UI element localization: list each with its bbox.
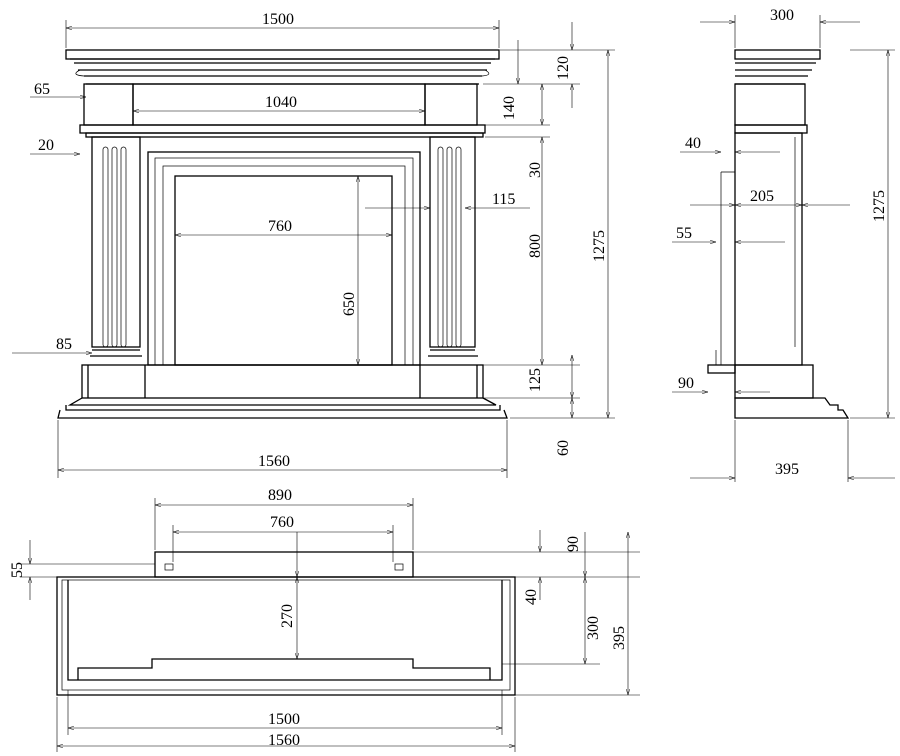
- dim-1500: 1500: [262, 11, 294, 28]
- dim-1275: 1275: [591, 230, 608, 262]
- dim-40: 40: [685, 135, 701, 152]
- dim-650: 650: [341, 292, 358, 316]
- dim-60: 60: [555, 440, 572, 456]
- dim-205: 205: [750, 188, 774, 205]
- front-labels: 1500 65 1040 20 760 115 650 800 1275 120…: [34, 11, 608, 470]
- dim-1040: 1040: [265, 94, 297, 111]
- dim-890: 890: [268, 487, 292, 504]
- dim-395-top: 395: [611, 626, 628, 650]
- dim-1275-side: 1275: [871, 190, 888, 222]
- top-view: [56, 551, 516, 696]
- front-view: [57, 49, 508, 419]
- dim-760-top: 760: [270, 514, 294, 531]
- dim-90: 90: [678, 375, 694, 392]
- top-dimensions: [20, 498, 640, 752]
- dim-300: 300: [770, 7, 794, 24]
- side-dimensions: [672, 15, 895, 482]
- dim-125: 125: [527, 368, 544, 392]
- dim-1500-top: 1500: [268, 711, 300, 728]
- side-view: [707, 49, 850, 419]
- dim-395: 395: [775, 461, 799, 478]
- dim-800: 800: [527, 234, 544, 258]
- dim-115: 115: [492, 191, 515, 208]
- front-dimensions: [12, 20, 615, 478]
- dim-1560: 1560: [258, 453, 290, 470]
- dim-760: 760: [268, 218, 292, 235]
- dim-30: 30: [527, 162, 544, 178]
- dim-40-top: 40: [523, 589, 540, 605]
- top-labels: 890 760 55 90 40 270 300 395 1500 1560: [9, 487, 628, 749]
- dim-1560-top: 1560: [268, 732, 300, 749]
- dim-270: 270: [279, 604, 296, 628]
- dim-55: 55: [676, 225, 692, 242]
- dim-65: 65: [34, 81, 50, 98]
- dim-140: 140: [501, 96, 518, 120]
- side-labels: 300 40 205 55 1275 90 395: [676, 7, 888, 478]
- dim-20: 20: [38, 137, 54, 154]
- dim-120: 120: [555, 56, 572, 80]
- dim-55-top: 55: [9, 562, 26, 578]
- dim-300-top: 300: [585, 616, 602, 640]
- dim-90-top: 90: [565, 536, 582, 552]
- dim-85: 85: [56, 336, 72, 353]
